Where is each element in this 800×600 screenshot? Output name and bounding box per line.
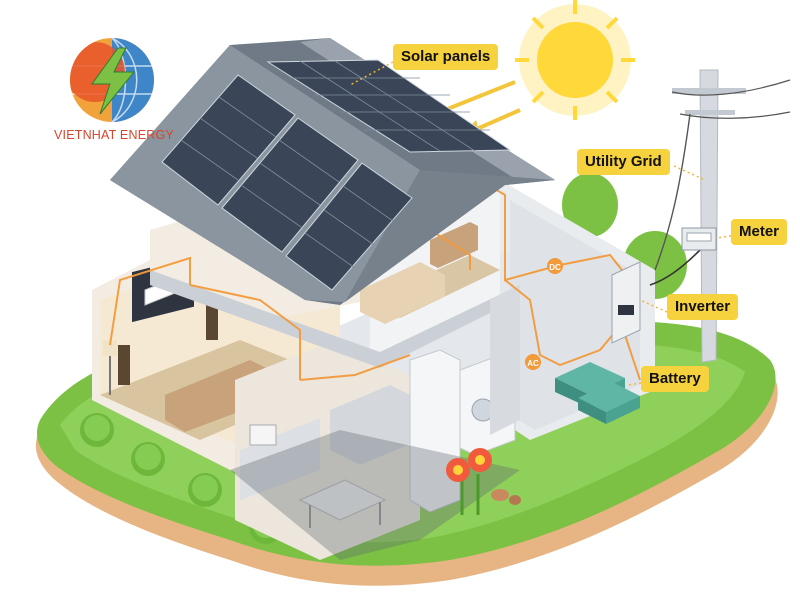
svg-text:AC: AC	[527, 359, 539, 368]
solar-panels	[161, 59, 512, 291]
wire-tag-ac: AC	[525, 354, 541, 370]
label-utility-grid: Utility Grid	[577, 149, 670, 175]
brand-logo-icon	[70, 38, 154, 122]
label-battery: Battery	[641, 366, 709, 392]
label-inverter: Inverter	[667, 294, 739, 320]
utility-pole	[649, 69, 791, 363]
label-solar-panels: Solar panels	[393, 44, 499, 70]
flowers	[446, 448, 521, 515]
meter-icon	[681, 227, 717, 251]
battery-bank-icon	[555, 362, 640, 424]
brand-name: VIETNHAT ENERGY	[54, 128, 174, 142]
svg-text:DC: DC	[549, 263, 561, 272]
wire-tag-dc: DC	[547, 258, 563, 274]
sun-icon	[515, 0, 635, 120]
wiring	[109, 178, 641, 381]
label-meter: Meter	[731, 219, 788, 245]
inverter-icon	[611, 261, 641, 344]
